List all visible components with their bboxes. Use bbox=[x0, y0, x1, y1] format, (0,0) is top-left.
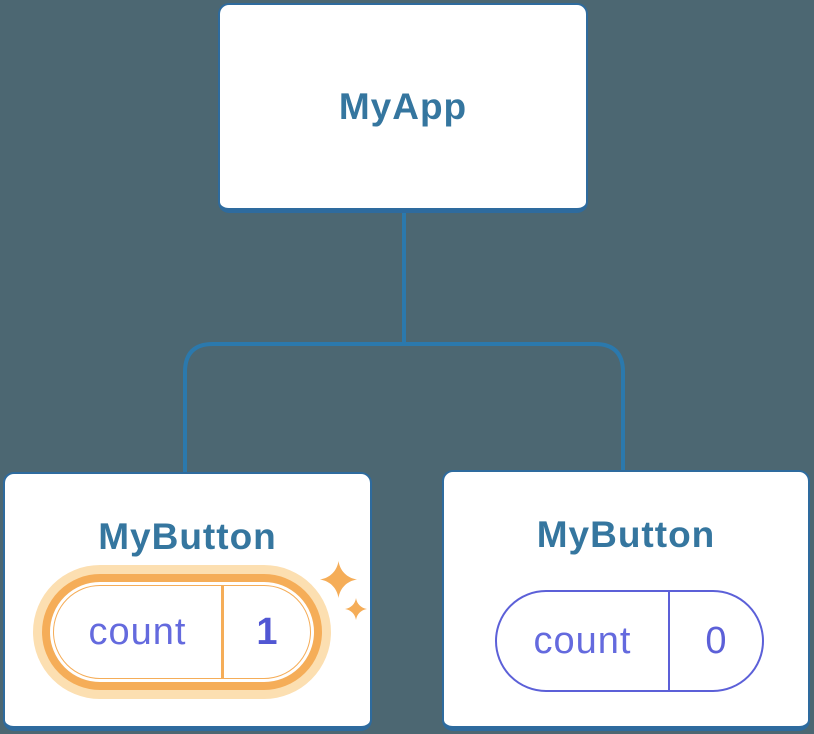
node-mybutton: MyButton count 0 bbox=[442, 470, 810, 731]
sparkle-icon bbox=[345, 598, 367, 620]
pill-divider bbox=[668, 592, 670, 690]
node-mybutton-highlighted: MyButton count 1 bbox=[3, 472, 372, 731]
node-label: MyButton bbox=[98, 516, 277, 557]
state-value: 0 bbox=[705, 619, 727, 662]
state-key-label: count bbox=[88, 610, 187, 653]
node-label: MyButton bbox=[536, 514, 716, 555]
node-label: MyApp bbox=[338, 85, 468, 127]
node-myapp: MyApp bbox=[218, 3, 588, 213]
state-pill-highlight-ring: count 1 bbox=[42, 574, 322, 690]
sparkle-icon bbox=[320, 561, 357, 598]
state-key-label: count bbox=[533, 619, 632, 662]
connector-branch bbox=[183, 342, 625, 473]
state-pill: count 1 bbox=[53, 585, 311, 679]
state-pill: count 0 bbox=[495, 590, 764, 692]
state-value: 1 bbox=[256, 610, 278, 653]
pill-divider bbox=[221, 586, 224, 678]
